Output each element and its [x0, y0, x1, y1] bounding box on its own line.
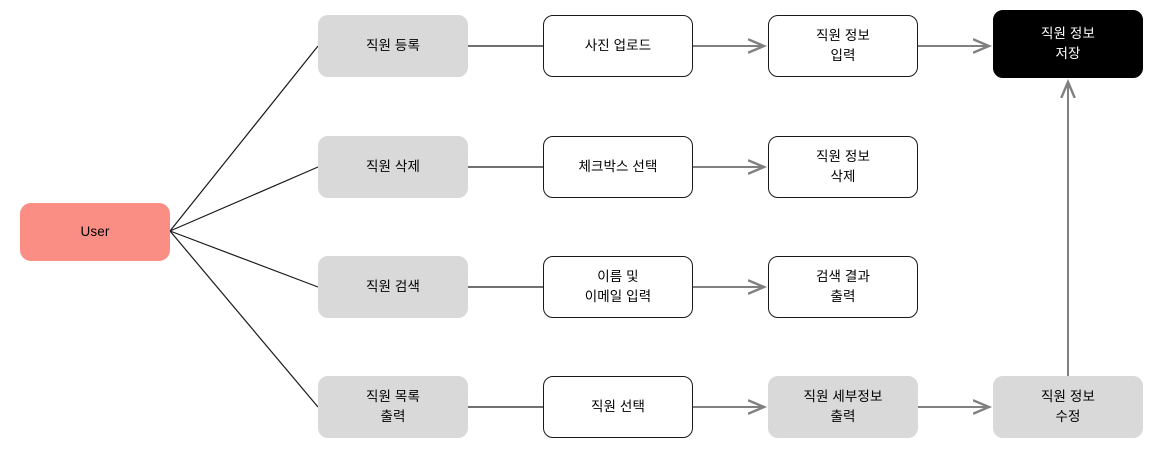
node-label-name_email: 이름 및 이메일 입력: [584, 269, 652, 304]
node-search_result[interactable]: 검색 결과 출력: [768, 256, 918, 318]
node-detail_out[interactable]: 직원 세부정보 출력: [768, 376, 918, 438]
node-emp_select[interactable]: 직원 선택: [543, 376, 693, 438]
edge-user-del: [169, 166, 319, 232]
node-list_out[interactable]: 직원 목록 출력: [318, 376, 468, 438]
node-info_delete[interactable]: 직원 정보 삭제: [768, 136, 918, 198]
node-name_email[interactable]: 이름 및 이메일 입력: [543, 256, 693, 318]
node-label-detail_out: 직원 세부정보 출력: [803, 389, 883, 424]
node-label-info_input: 직원 정보 입력: [816, 28, 870, 63]
node-label-info_edit: 직원 정보 수정: [1041, 389, 1095, 424]
node-search[interactable]: 직원 검색: [318, 256, 468, 318]
node-label-list_out: 직원 목록 출력: [366, 389, 420, 424]
node-info_edit[interactable]: 직원 정보 수정: [993, 376, 1143, 438]
node-user[interactable]: User: [20, 203, 170, 261]
node-label-reg: 직원 등록: [366, 38, 420, 54]
node-label-info_save: 직원 정보 저장: [1041, 26, 1095, 61]
edge-user-search: [169, 230, 319, 288]
node-info_save[interactable]: 직원 정보 저장: [993, 10, 1143, 78]
node-photo_upload[interactable]: 사진 업로드: [543, 15, 693, 77]
node-label-user: User: [80, 224, 110, 240]
node-label-search_result: 검색 결과 출력: [816, 269, 870, 304]
node-info_input[interactable]: 직원 정보 입력: [768, 15, 918, 77]
node-label-del: 직원 삭제: [366, 159, 420, 175]
edge-user-reg: [169, 45, 319, 232]
edge-user-list: [169, 230, 319, 408]
node-label-checkbox_sel: 체크박스 선택: [578, 159, 658, 175]
node-del[interactable]: 직원 삭제: [318, 136, 468, 198]
node-label-photo_upload: 사진 업로드: [584, 38, 652, 54]
node-label-emp_select: 직원 선택: [591, 399, 645, 415]
node-reg[interactable]: 직원 등록: [318, 15, 468, 77]
node-label-info_delete: 직원 정보 삭제: [816, 149, 870, 184]
node-label-search: 직원 검색: [366, 279, 420, 295]
node-checkbox_sel[interactable]: 체크박스 선택: [543, 136, 693, 198]
